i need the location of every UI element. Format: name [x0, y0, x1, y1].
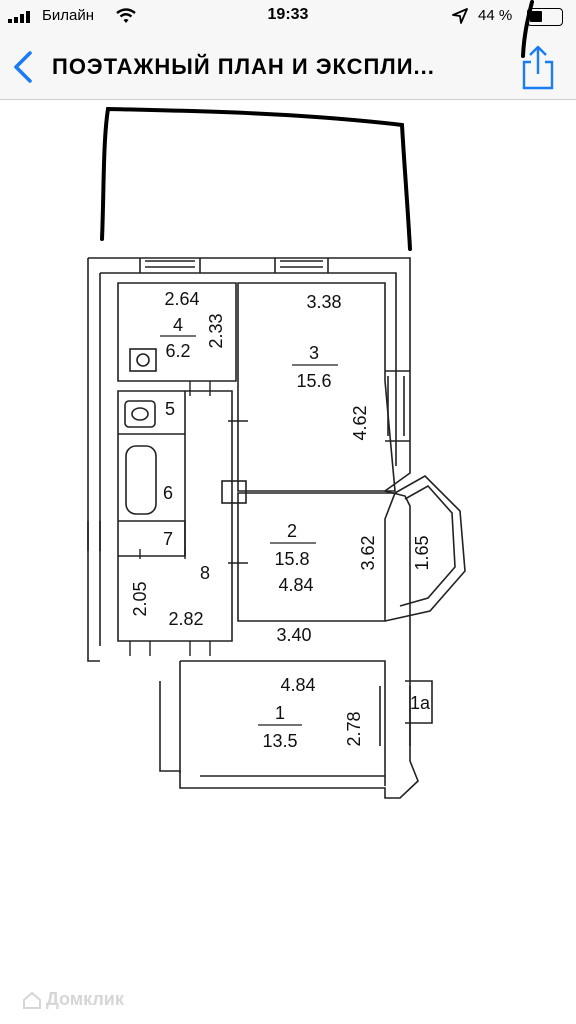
clock: 19:33: [267, 6, 309, 23]
room-2-bay-width: 1.65: [412, 535, 432, 570]
room-1-number: 1: [275, 703, 285, 723]
location-arrow-icon: [452, 8, 468, 24]
floor-plan: 2.64 4 6.2 2.33 3.38 3 15.6 4.62 5 6 7 8…: [87, 257, 466, 799]
back-chevron-icon[interactable]: [8, 50, 38, 84]
watermark-text: Домклик: [46, 989, 124, 1009]
share-icon[interactable]: [518, 44, 558, 90]
status-bar: Билайн 19:33 44 %: [0, 0, 576, 34]
room-1-depth: 2.78: [344, 711, 364, 746]
marker-annotation: [100, 106, 412, 251]
room-8-width: 2.82: [168, 609, 203, 629]
document-title: ПОЭТАЖНЫЙ ПЛАН И ЭКСПЛИ...: [52, 54, 435, 79]
room-2-number: 2: [287, 521, 297, 541]
room-1-area: 13.5: [262, 731, 297, 751]
room-7-number: 7: [163, 529, 173, 549]
room-6-number: 6: [163, 483, 173, 503]
room-2-bottom-width: 3.40: [276, 625, 311, 645]
room-3-depth: 4.62: [350, 405, 370, 440]
room-5-number: 5: [165, 399, 175, 419]
room-2-depth: 3.62: [358, 535, 378, 570]
room-4-number: 4: [173, 315, 183, 335]
room-8-depth: 2.05: [130, 581, 150, 616]
document-view[interactable]: 2.64 4 6.2 2.33 3.38 3 15.6 4.62 5 6 7 8…: [0, 101, 576, 1024]
domclick-logo-icon: [23, 991, 41, 1010]
carrier-name: Билайн: [42, 7, 94, 24]
room-4-depth: 2.33: [206, 313, 226, 348]
room-8-number: 8: [200, 563, 210, 583]
room-3-area: 15.6: [296, 371, 331, 391]
marker-stroke: [521, 0, 534, 58]
signal-strength-icon: [8, 11, 30, 23]
room-1a-number: 1а: [410, 693, 431, 713]
room-3-width: 3.38: [306, 292, 341, 312]
room-4-width: 2.64: [164, 289, 199, 309]
room-2-area: 15.8: [274, 549, 309, 569]
room-2-width: 4.84: [278, 575, 313, 595]
watermark: Домклик: [22, 989, 124, 1010]
wifi-icon: [116, 8, 136, 23]
room-4-area: 6.2: [165, 341, 190, 361]
room-3-number: 3: [309, 343, 319, 363]
navigation-bar: ПОЭТАЖНЫЙ ПЛАН И ЭКСПЛИ...: [0, 34, 576, 100]
battery-percentage: 44 %: [478, 7, 513, 24]
room-1-width: 4.84: [280, 675, 315, 695]
